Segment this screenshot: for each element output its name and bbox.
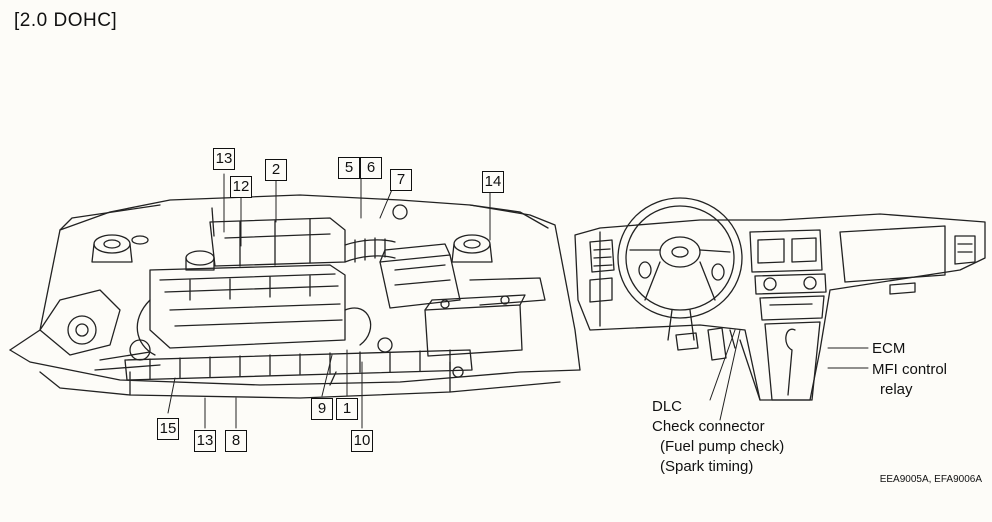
callout-14: 14 [482,171,504,193]
dlc-label: DLC [652,398,683,415]
callout-10: 10 [351,430,373,452]
callout-12: 13 [213,148,235,170]
page-title: [2.0 DOHC] [14,10,118,31]
callout-5: 5 [338,157,360,179]
figure-code: EEA9005A, EFA9006A [879,474,982,485]
mfi-control-relay-label-line2: relay [880,381,913,398]
callout-13: 13 [194,430,216,452]
spark-timing-label: (Spark timing) [660,458,754,475]
callout-9: 9 [311,398,333,420]
dashboard-illustration [574,197,986,401]
mfi-control-relay-label-line1: MFI control [872,361,948,378]
callout-11: 12 [230,176,252,198]
callout-6: 6 [360,157,382,179]
callout-2: 2 [265,159,287,181]
fuel-pump-check-label: (Fuel pump check) [660,438,785,455]
engine-bay-illustration [9,194,581,399]
check-connector-label: Check connector [652,418,765,435]
callout-1: 1 [336,398,358,420]
callout-15: 15 [157,418,179,440]
callout-leader-lines [167,173,491,429]
dashboard-leader-lines [709,329,869,421]
ecm-label: ECM [872,340,906,357]
callout-8: 8 [225,430,247,452]
callout-7: 7 [390,169,412,191]
